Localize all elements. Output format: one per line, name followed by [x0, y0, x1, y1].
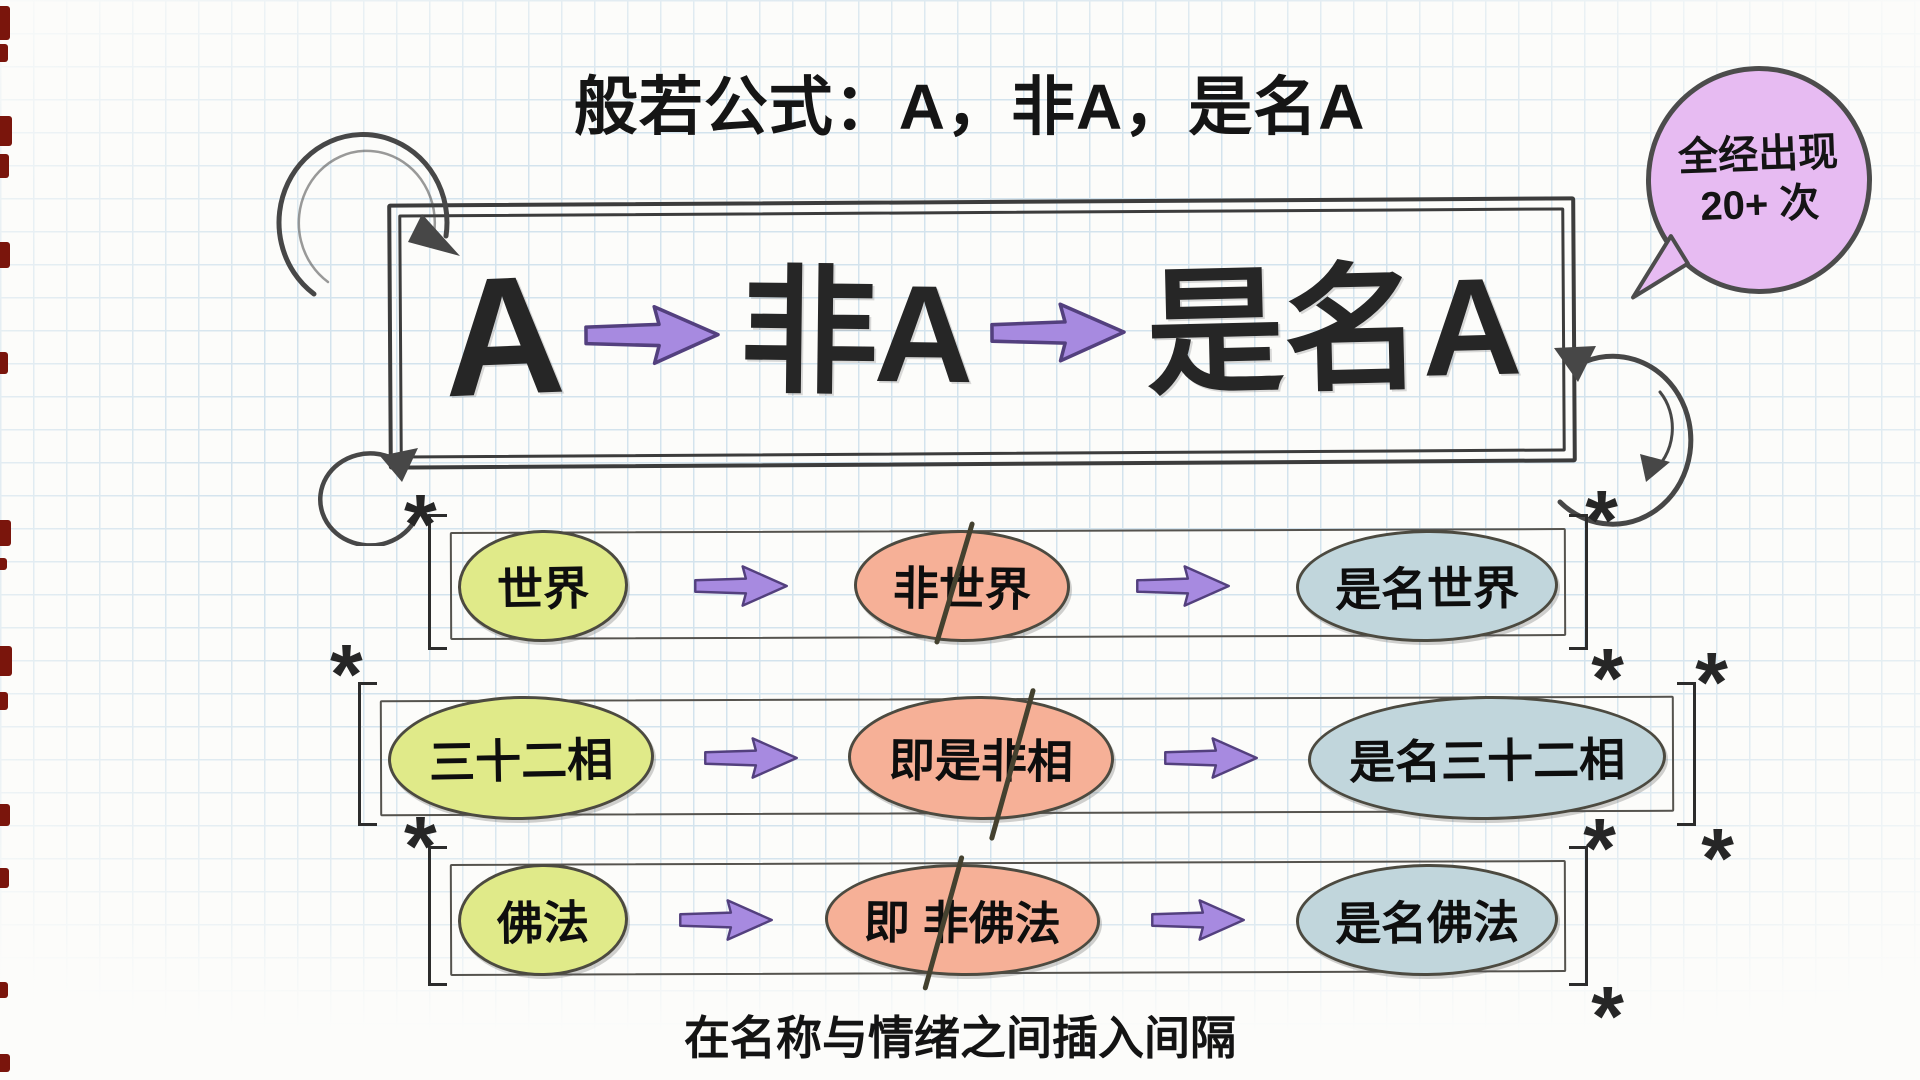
curved-arrow-icon [1554, 346, 1694, 527]
formula-step-named-a: 是名A [1143, 249, 1524, 413]
example-row-marks: * * * 三十二相 即是非相 是名三十二相 [330, 627, 1734, 905]
paper-edge-mark [0, 646, 12, 676]
negation-label: 即是非相 [888, 734, 1074, 788]
term-label: 佛法 [496, 896, 590, 950]
example-row-dharma: * * * 佛法 即 非佛法 是名佛法 [404, 799, 1624, 1063]
paper-edge-mark [0, 352, 8, 374]
term-label: 三十二相 [428, 733, 614, 789]
caption: 在名称与情绪之间插入间隔 [684, 1012, 1236, 1064]
badge-text-line1: 全经出现 [1677, 130, 1839, 180]
page-title: 般若公式：A，非A，是名A [573, 71, 1366, 143]
arrow-right-icon [584, 304, 720, 366]
negation-label: 即 非佛法 [863, 895, 1061, 951]
paper-edge-mark [0, 44, 8, 62]
paper-edge-mark [0, 692, 8, 710]
paper-edge-mark [0, 804, 10, 826]
designation-label: 是名佛法 [1334, 896, 1520, 950]
paper-edge-mark [0, 116, 12, 146]
paper-edge-mark [0, 558, 7, 570]
arrow-right-icon [1136, 565, 1230, 607]
badge-text-line2: 20+ 次 [1699, 180, 1821, 230]
paper-edge-mark [0, 982, 8, 998]
arrow-right-icon [1164, 737, 1258, 779]
arrow-right-icon [1150, 899, 1245, 941]
paper-edge-mark [0, 868, 9, 888]
arrow-right-icon [989, 302, 1126, 363]
arrow-right-icon [704, 737, 798, 779]
designation-label: 是名三十二相 [1348, 733, 1626, 789]
paper-edge-mark [0, 242, 10, 268]
formula-step-not-a: 非A [739, 255, 971, 413]
paper-edge-mark [0, 1054, 10, 1072]
arrow-right-icon [679, 899, 774, 941]
paper-edge-mark [0, 154, 9, 178]
formula-box: A 非A 是名A [387, 196, 1577, 470]
speech-bubble-tail [1631, 234, 1690, 300]
paper-edge-mark [0, 520, 11, 546]
formula-box-inner: A 非A 是名A [398, 207, 1566, 459]
arrow-right-icon [694, 565, 788, 607]
term-label: 世界 [496, 562, 590, 616]
curved-arrow-icon [276, 132, 460, 297]
occurrence-badge: 全经出现 20+ 次 [1631, 62, 1876, 300]
designation-label: 是名世界 [1334, 562, 1520, 616]
right-bracket [1677, 682, 1696, 826]
paper-edge-mark [0, 6, 10, 40]
example-row-world: * * * 世界 非世界 是名世界 [404, 473, 1624, 725]
